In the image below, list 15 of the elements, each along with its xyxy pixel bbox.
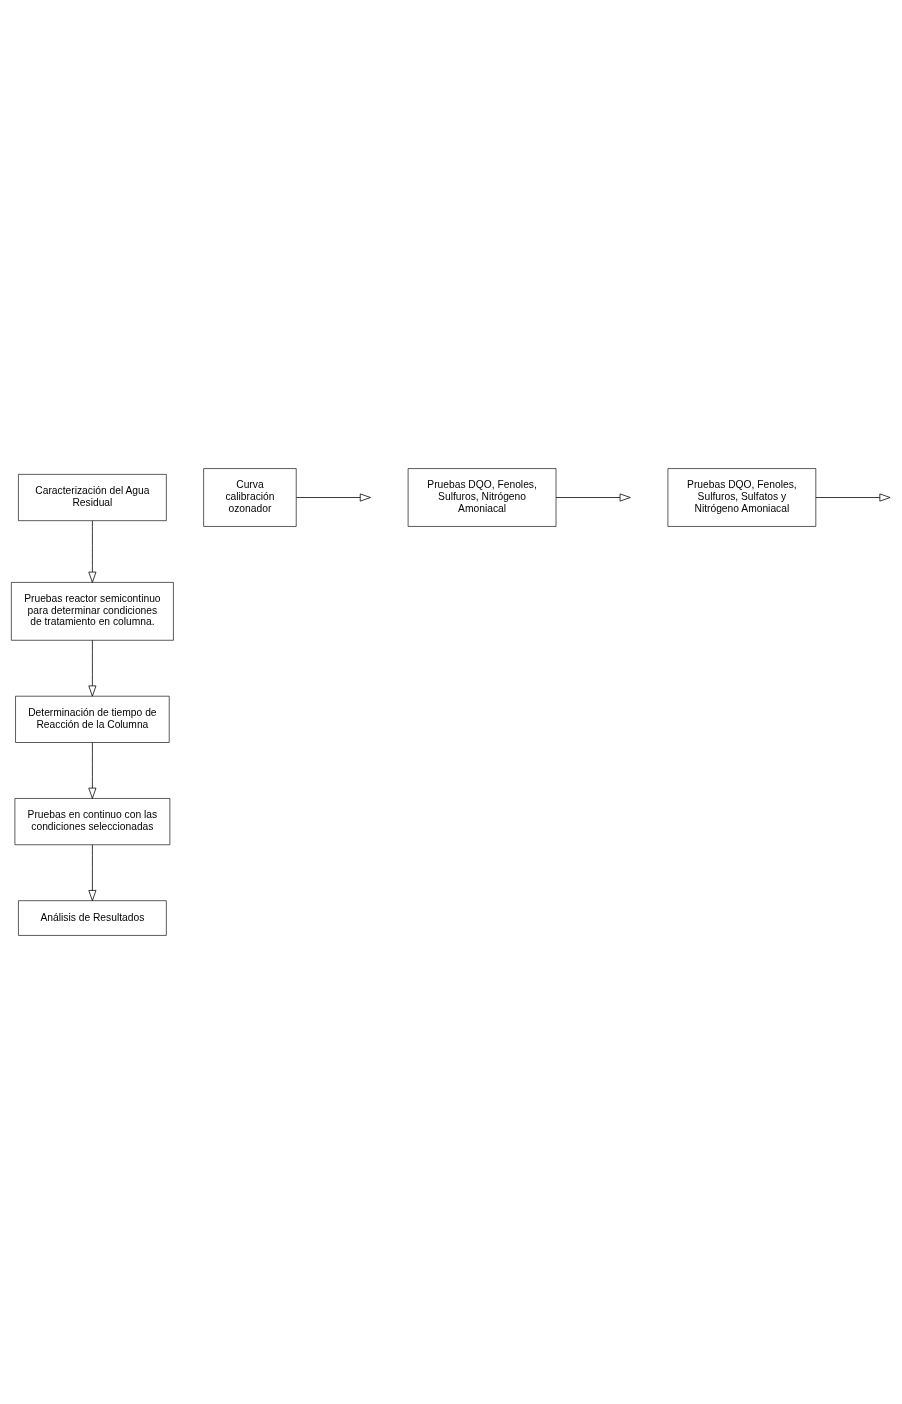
node-box: Pruebas en continuo con las condiciones seleccionadas	[14, 798, 171, 846]
arrow	[296, 493, 371, 502]
node-box: Pruebas reactor semicontinuo para determinar condiciones de tratamiento en columna.	[11, 582, 174, 641]
arrow	[88, 639, 97, 697]
node-box: Curva calibración ozonador	[203, 468, 297, 527]
node-box: Caracterización del Agua Residual	[18, 474, 167, 521]
node-box: Análisis de Resultados	[18, 900, 167, 936]
arrow	[88, 742, 97, 799]
node-box: Pruebas DQO, Fenoles, Sulfuros, Sulfatos y Nitrógeno Amoniacal	[667, 468, 817, 527]
arrow	[88, 520, 97, 583]
arrow	[88, 844, 97, 902]
node-box: Determinación de tiempo de Reacción de la Columna	[15, 695, 170, 743]
arrow	[555, 493, 631, 502]
arrow	[815, 493, 891, 502]
node-box: Pruebas DQO, Fenoles, Sulfuros, Nitrógeno Amoniacal	[407, 468, 557, 527]
